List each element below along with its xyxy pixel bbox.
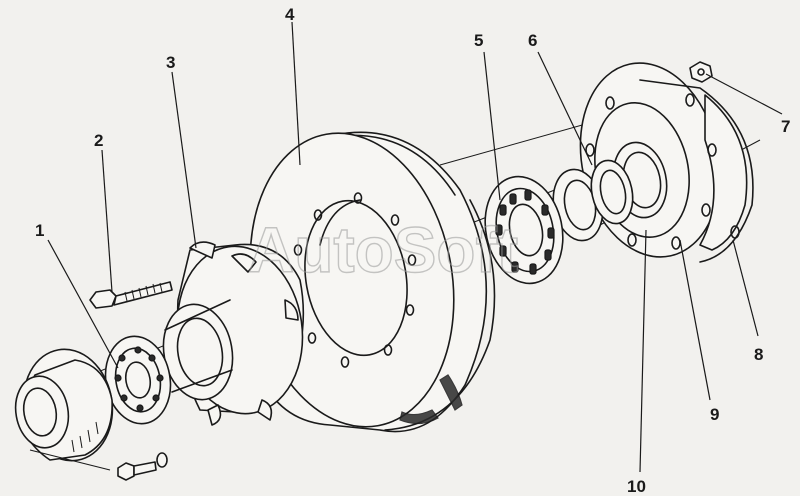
- callout-3: 3: [166, 53, 175, 72]
- part-nut: [689, 61, 713, 83]
- outer-bearing-rollers: [114, 346, 164, 412]
- watermark-text: AutoSoft: [248, 214, 518, 286]
- part-cap-bolt: [29, 449, 168, 481]
- part-hub-cap: [14, 348, 114, 462]
- bearing-rollers: [495, 189, 555, 275]
- part-wheel-hub: [162, 241, 305, 426]
- part-roller-bearing-inner: [484, 175, 564, 285]
- callout-labels: 1 2 3 4 5 6 7 8 9 10: [35, 5, 790, 496]
- part-roller-bearing-outer: [104, 335, 172, 425]
- callout-10: 10: [627, 477, 646, 496]
- callout-8: 8: [754, 345, 763, 364]
- callout-9: 9: [710, 405, 719, 424]
- callout-6: 6: [528, 31, 537, 50]
- callout-7: 7: [781, 117, 790, 136]
- part-seal-rings: [552, 159, 634, 242]
- callout-2: 2: [94, 131, 103, 150]
- callout-leaders: [47, 21, 783, 473]
- callout-1: 1: [35, 221, 44, 240]
- part-wheel-stud: [89, 281, 173, 309]
- callout-5: 5: [474, 31, 483, 50]
- callout-4: 4: [285, 5, 295, 24]
